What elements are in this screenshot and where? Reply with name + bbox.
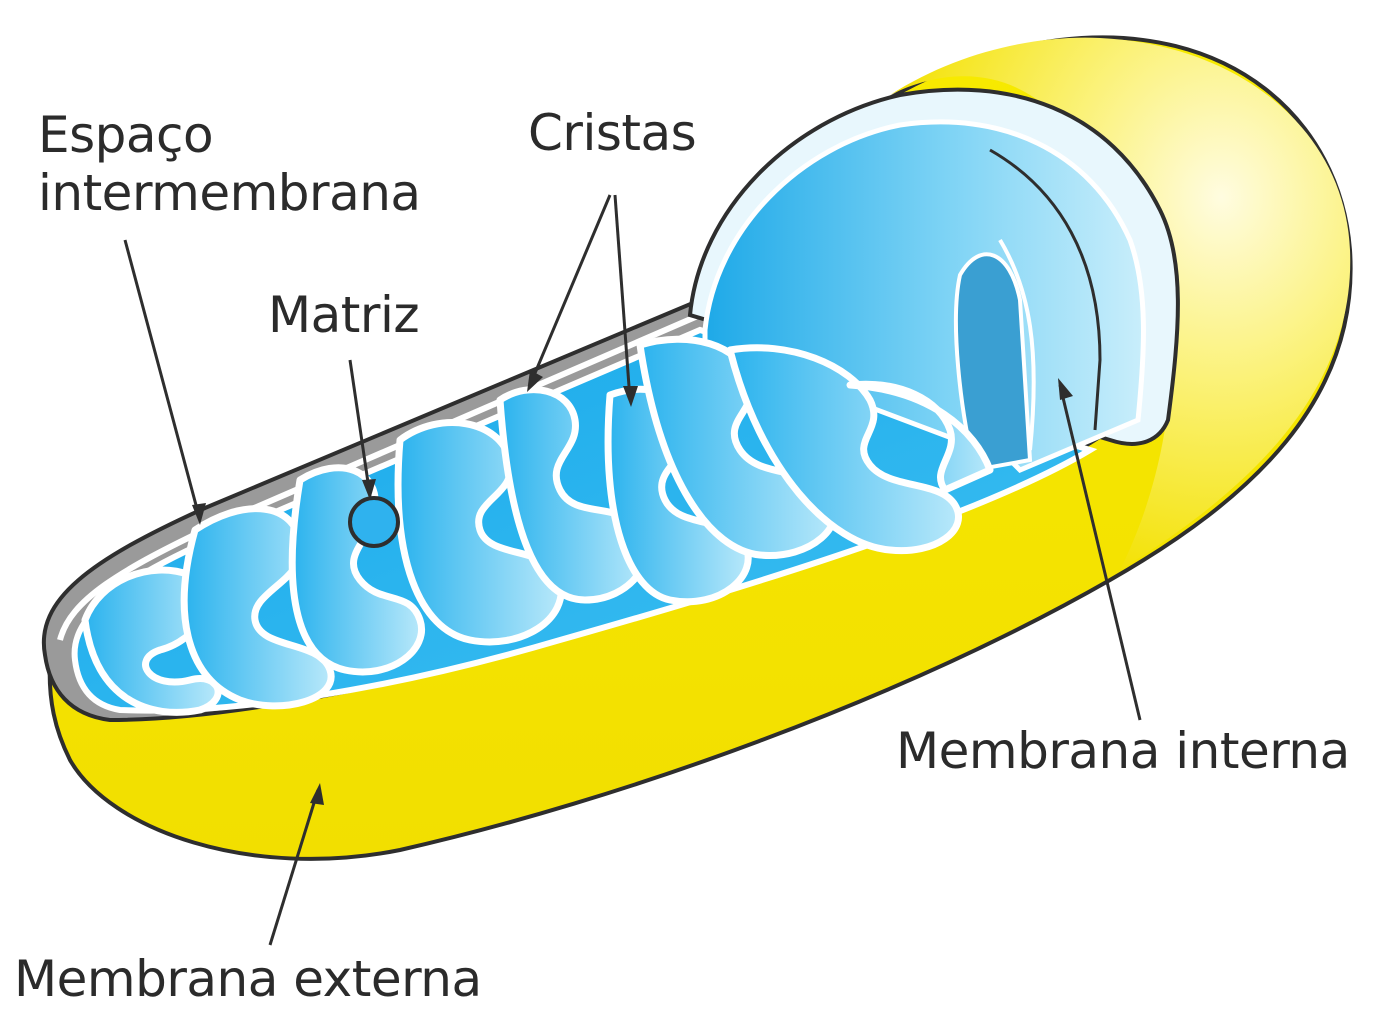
label-intermembrane-space-line2: intermembrana [38, 164, 421, 222]
matrix-granule [350, 498, 398, 546]
label-intermembrane-space: Espaço intermembrana [38, 106, 421, 222]
leader-intermembrane [125, 240, 200, 520]
label-intermembrane-space-line1: Espaço [38, 106, 421, 164]
label-matrix: Matriz [268, 286, 419, 344]
label-inner-membrane: Membrana interna [896, 722, 1350, 780]
label-outer-membrane: Membrana externa [14, 950, 482, 1008]
label-cristae: Cristas [528, 104, 696, 162]
